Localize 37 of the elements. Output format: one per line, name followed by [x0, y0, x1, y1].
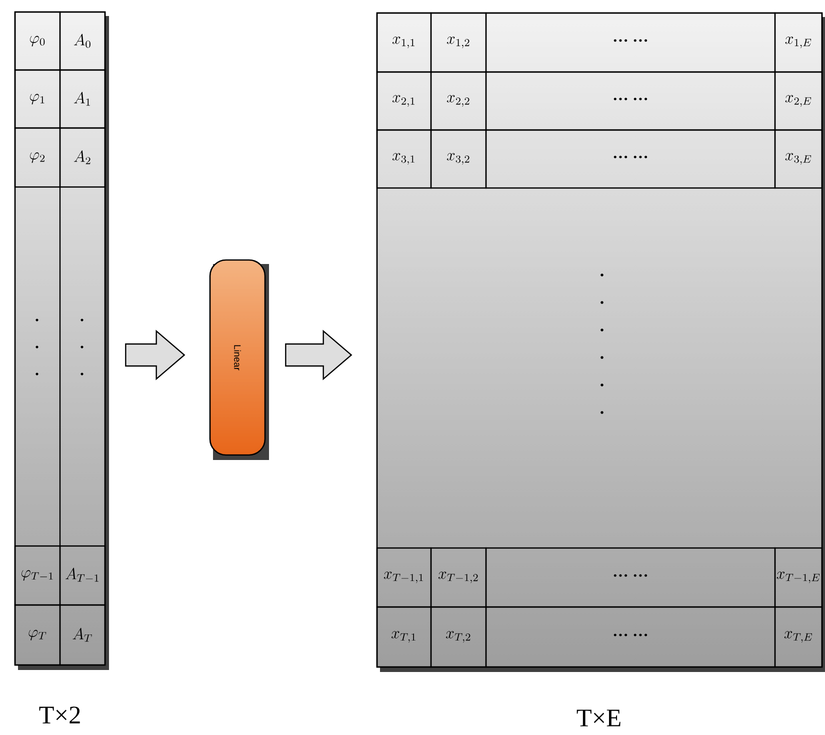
matrix-cell: $\varphi_{T}$ — [14, 604, 61, 666]
matrix-cell: $A_{2}$ — [59, 127, 106, 188]
matrix-cell: ··· ··· — [485, 71, 776, 131]
matrix-cell: $x_{3,1}$ — [376, 129, 432, 189]
matrix-cell: $x_{2,1}$ — [376, 71, 432, 131]
matrix-cell: $x_{1,E}$ — [774, 12, 823, 73]
matrix-cell: $A_{T}$ — [59, 604, 106, 666]
matrix-cell: $\varphi_{0}$ — [14, 11, 61, 71]
matrix-size-label: T×E — [576, 710, 620, 726]
matrix-cell: $x_{T-1,2}$ — [430, 547, 487, 608]
matrix-cell: $x_{T-1,1}$ — [376, 547, 432, 608]
matrix-cell: $x_{T,1}$ — [376, 606, 432, 668]
block-arrow — [285, 330, 352, 380]
matrix-cell: $x_{1,1}$ — [376, 12, 432, 73]
matrix-cell: ··· ··· — [485, 547, 776, 608]
matrix-cell: $\varphi_{1}$ — [14, 69, 61, 129]
matrix-cell: $A_{T-1}$ — [59, 545, 106, 606]
matrix-size-label: T×2 — [39, 706, 80, 724]
matrix-cell: $x_{3,2}$ — [430, 129, 487, 189]
matrix-cell: ··· ··· — [485, 606, 776, 668]
matrix-box — [376, 12, 823, 668]
matrix-cell: $A_{1}$ — [59, 69, 106, 129]
matrix-cell: $A_{0}$ — [59, 11, 106, 71]
matrix-cell: $x_{2,E}$ — [774, 71, 823, 131]
block-arrow — [125, 330, 186, 380]
linear-layer-box: Linear — [209, 259, 266, 456]
matrix-cell: $x_{T,2}$ — [430, 606, 487, 668]
matrix-cell: ··· ··· — [485, 129, 776, 189]
matrix-cell: $x_{T-1,E}$ — [774, 547, 823, 608]
matrix-cell: $\varphi_{2}$ — [14, 127, 61, 188]
matrix-cell: $x_{3,E}$ — [774, 129, 823, 189]
matrix-cell: $x_{1,2}$ — [430, 12, 487, 73]
matrix-box — [14, 11, 106, 666]
matrix-cell: $x_{2,2}$ — [430, 71, 487, 131]
matrix-cell: ··· ··· — [485, 12, 776, 73]
matrix-cell: $\varphi_{T-1}$ — [14, 545, 61, 606]
matrix-cell: $x_{T,E}$ — [774, 606, 823, 668]
